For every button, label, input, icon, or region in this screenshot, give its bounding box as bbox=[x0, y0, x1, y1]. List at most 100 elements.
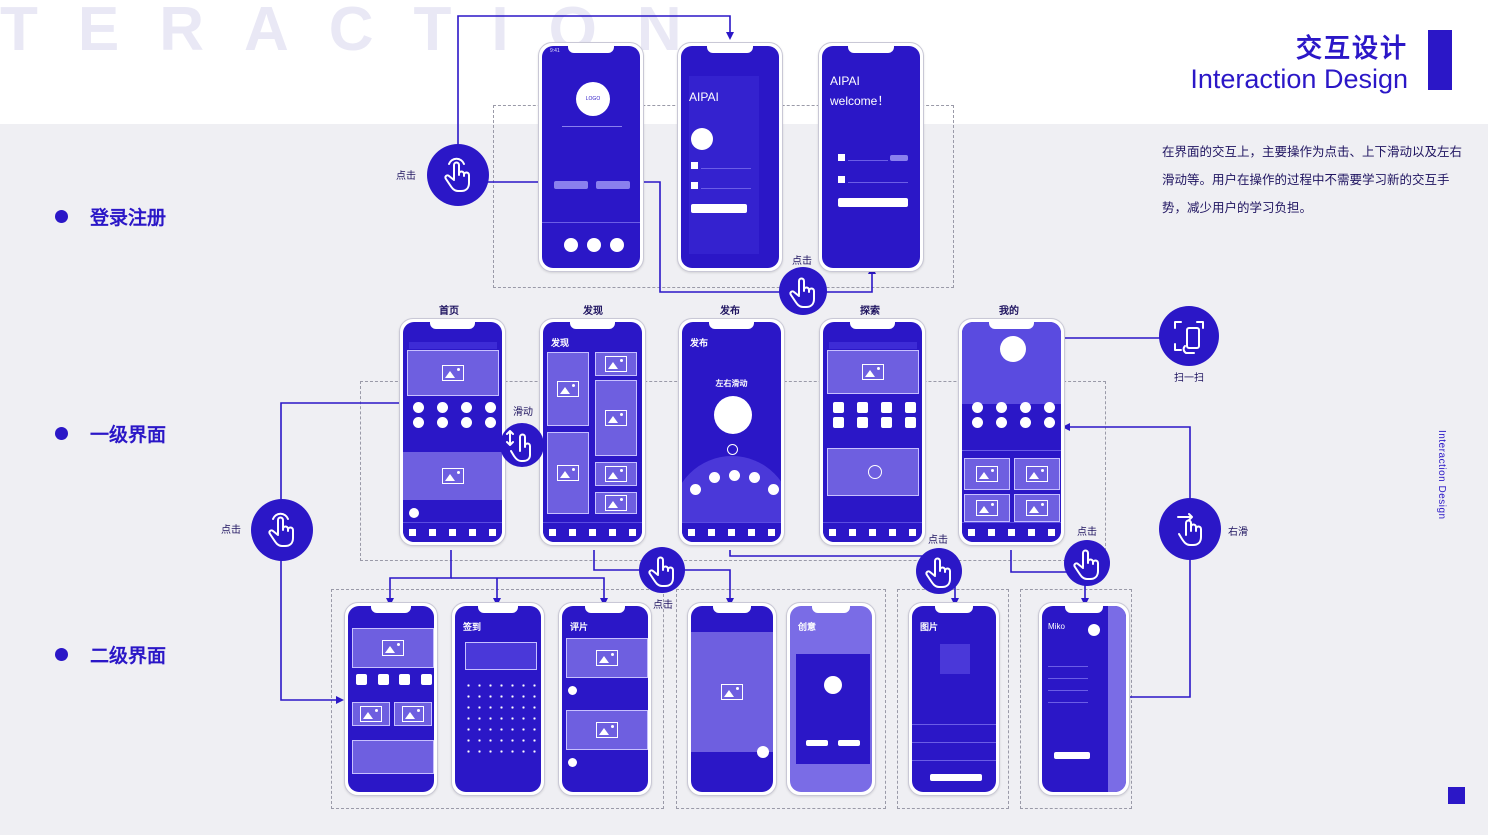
photo-thumb[interactable] bbox=[1014, 494, 1060, 522]
category-icons[interactable] bbox=[409, 402, 499, 428]
wheel-option[interactable] bbox=[768, 484, 779, 495]
wheel-option[interactable] bbox=[729, 470, 740, 481]
phone-home-detail bbox=[344, 602, 438, 796]
add-picture-box[interactable] bbox=[940, 644, 970, 674]
section-label-text: 一级界面 bbox=[90, 424, 167, 446]
wheel-option[interactable] bbox=[709, 472, 720, 483]
avatar bbox=[1088, 624, 1100, 636]
menu-item[interactable] bbox=[1048, 678, 1088, 679]
waterfall-card[interactable] bbox=[547, 432, 589, 514]
profile-avatar[interactable] bbox=[1000, 336, 1026, 362]
bottom-tabbar[interactable] bbox=[403, 522, 502, 542]
search-bar[interactable] bbox=[409, 342, 497, 349]
phone-notch bbox=[848, 46, 894, 53]
photo-thumb[interactable] bbox=[1014, 458, 1060, 490]
menu-item[interactable] bbox=[1048, 702, 1088, 703]
waterfall-card[interactable] bbox=[595, 352, 637, 376]
detail-banner[interactable] bbox=[352, 628, 434, 668]
photo-thumb[interactable] bbox=[352, 702, 390, 726]
photo-thumb[interactable] bbox=[964, 494, 1010, 522]
profile-function-icons[interactable] bbox=[968, 402, 1058, 428]
click-label: 点击 bbox=[928, 535, 948, 546]
password-field[interactable] bbox=[701, 188, 751, 189]
video-player[interactable] bbox=[827, 448, 919, 496]
photo-thumb[interactable] bbox=[964, 458, 1010, 490]
divider bbox=[912, 760, 996, 761]
news-card[interactable] bbox=[352, 740, 434, 774]
phone-field[interactable] bbox=[848, 160, 888, 161]
bottom-tabbar[interactable] bbox=[682, 522, 781, 542]
review-image[interactable] bbox=[566, 710, 648, 750]
image-icon bbox=[605, 466, 627, 482]
play-icon[interactable] bbox=[868, 465, 882, 479]
tagline-bar bbox=[562, 126, 622, 127]
detail-icons[interactable] bbox=[354, 674, 434, 685]
waterfall-card[interactable] bbox=[595, 380, 637, 456]
social-login-icon[interactable] bbox=[610, 238, 624, 252]
signin-card[interactable] bbox=[465, 642, 537, 670]
tab-label-home: 首页 bbox=[439, 306, 459, 317]
hand-swipe-icon bbox=[1177, 513, 1202, 546]
logo-circle: LOGO bbox=[576, 82, 610, 116]
profile-name: Miko bbox=[1048, 622, 1065, 631]
tap-gesture-icon bbox=[916, 548, 962, 594]
dialog-confirm-button[interactable] bbox=[838, 740, 860, 746]
register-submit-button[interactable] bbox=[838, 198, 908, 207]
menu-item[interactable] bbox=[1048, 690, 1088, 691]
get-code-button[interactable] bbox=[890, 155, 908, 161]
profile-header bbox=[962, 322, 1061, 404]
banner-image[interactable] bbox=[407, 350, 499, 396]
image-icon bbox=[605, 410, 627, 426]
username-field[interactable] bbox=[701, 168, 751, 169]
image-icon bbox=[862, 364, 884, 380]
category-icons[interactable] bbox=[829, 402, 919, 428]
avatar bbox=[409, 508, 419, 518]
photo-thumb[interactable] bbox=[394, 702, 432, 726]
click-label: 点击 bbox=[221, 525, 241, 536]
phone-notch bbox=[812, 606, 850, 613]
review-image[interactable] bbox=[566, 638, 648, 678]
publish-image[interactable] bbox=[691, 632, 773, 752]
phone-discover: 发现 bbox=[539, 318, 646, 546]
code-field[interactable] bbox=[848, 182, 908, 183]
wheel-option[interactable] bbox=[749, 472, 760, 483]
dialog-cancel-button[interactable] bbox=[806, 740, 828, 746]
register-button[interactable] bbox=[596, 181, 630, 189]
search-bar[interactable] bbox=[829, 342, 917, 349]
calendar-grid[interactable] bbox=[463, 680, 539, 754]
phone-icon bbox=[838, 154, 845, 161]
confirm-button[interactable] bbox=[930, 774, 982, 781]
image-icon bbox=[557, 465, 579, 481]
phone-notch bbox=[371, 606, 411, 613]
bottom-tabbar[interactable] bbox=[823, 522, 922, 542]
scan-gesture-icon bbox=[1159, 306, 1219, 366]
drawer-overlay[interactable] bbox=[1108, 606, 1126, 792]
phone-picture: 图片 bbox=[908, 602, 1000, 796]
menu-item[interactable] bbox=[1048, 666, 1088, 667]
submit-button[interactable] bbox=[691, 204, 747, 213]
image-icon bbox=[402, 706, 424, 722]
waterfall-card[interactable] bbox=[547, 352, 589, 426]
phone-notch bbox=[1064, 606, 1104, 613]
hand-icon bbox=[444, 157, 470, 192]
phone-home bbox=[399, 318, 506, 546]
social-login-icon[interactable] bbox=[564, 238, 578, 252]
waterfall-card[interactable] bbox=[595, 492, 637, 514]
image-icon bbox=[976, 500, 998, 516]
logout-button[interactable] bbox=[1054, 752, 1090, 759]
logo-text: LOGO bbox=[585, 96, 601, 102]
waterfall-card[interactable] bbox=[595, 462, 637, 486]
close-icon[interactable] bbox=[727, 444, 738, 455]
feature-image[interactable] bbox=[403, 452, 502, 500]
divider bbox=[912, 724, 996, 725]
social-login-icon[interactable] bbox=[587, 238, 601, 252]
screen-title: 图片 bbox=[920, 622, 939, 632]
banner-image[interactable] bbox=[827, 350, 919, 394]
hand-icon bbox=[268, 512, 294, 547]
wheel-option[interactable] bbox=[690, 484, 701, 495]
login-button[interactable] bbox=[554, 181, 588, 189]
tab-label-publish: 发布 bbox=[720, 306, 740, 317]
tap-gesture-icon bbox=[427, 144, 489, 206]
bottom-tabbar[interactable] bbox=[962, 522, 1061, 542]
bottom-tabbar[interactable] bbox=[543, 522, 642, 542]
